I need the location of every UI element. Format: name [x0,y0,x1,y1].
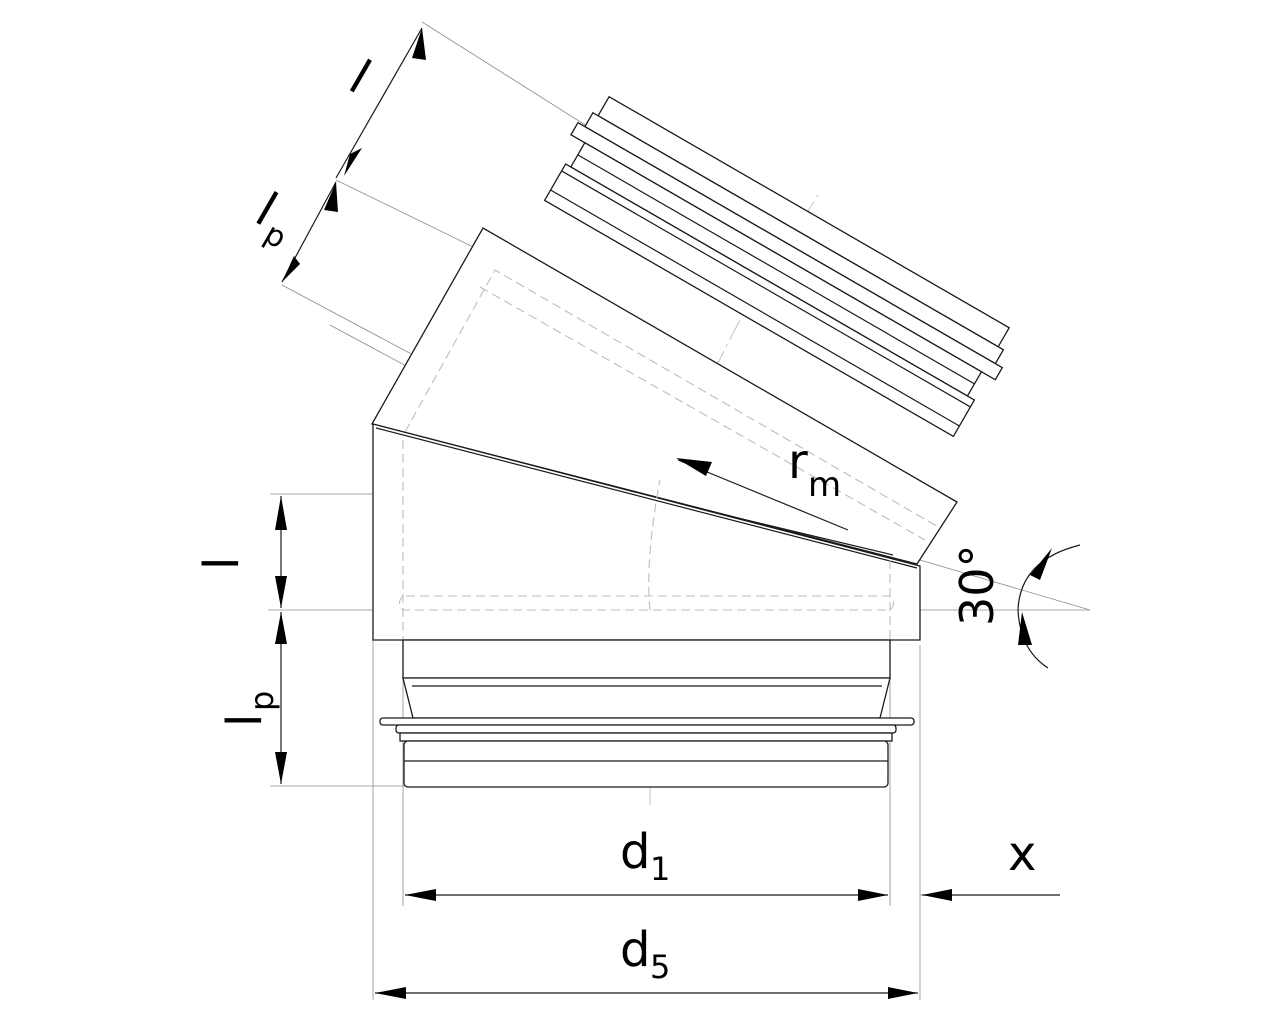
label-rm: r m [788,434,841,505]
label-d1-sub: 1 [650,850,670,888]
label-lp-top: l p [247,182,293,256]
label-rm-sub: m [808,465,841,505]
lower-segment [372,423,921,641]
label-d5-main: d [620,922,650,978]
label-x: x [1008,826,1036,882]
label-d1: d 1 [620,824,670,888]
label-lp-left-sub: p [243,691,281,711]
dimension-x [922,889,1060,901]
label-lp-left: l p [217,691,281,727]
dimension-top-lp [281,181,338,283]
label-d5: d 5 [620,922,670,986]
label-d5-sub: 5 [650,948,670,986]
label-lp-left-main: l [217,714,273,727]
dimension-d1 [405,889,888,901]
dimension-rm [676,458,849,531]
dimension-d5 [375,987,918,999]
label-l-left: l [194,557,250,570]
dimension-angle [1017,544,1081,669]
dimension-left-lp [275,612,287,784]
label-angle: 30° [950,544,1004,626]
top-spigot [543,95,1011,438]
dimension-top-l [335,27,426,179]
label-l-top: l [340,50,380,105]
label-d1-main: d [620,824,650,880]
dimension-left-l [275,496,287,608]
bottom-spigot [379,639,915,788]
label-rm-main: r [788,434,808,490]
